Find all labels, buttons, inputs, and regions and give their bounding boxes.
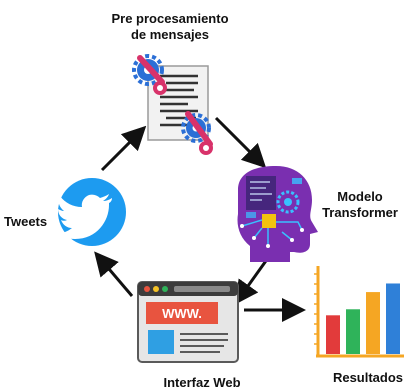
model-label-line1: Modelo	[337, 189, 383, 204]
arrow-web-to-tweets	[94, 251, 134, 297]
result-bar-2	[346, 309, 360, 354]
results-label: Resultados	[332, 370, 404, 385]
arrow-model-to-web	[234, 257, 270, 305]
web-browser-text: WWW.	[162, 306, 202, 321]
tweets-label: Tweets	[4, 214, 48, 229]
bar-chart-icon	[314, 266, 404, 358]
model-label-line2: Transformer	[322, 205, 398, 220]
twitter-bird-icon	[55, 178, 126, 246]
ai-head-circuit-icon	[237, 166, 318, 262]
document-with-gears-icon	[132, 54, 213, 155]
model-label: Modelo Transformer	[310, 189, 409, 221]
arrow-tweets-to-preprocessing	[100, 125, 147, 172]
preprocessing-label: Pre procesamiento de mensajes	[100, 11, 240, 43]
web-browser-icon: WWW.	[137, 281, 239, 363]
result-bar-3	[366, 292, 380, 354]
result-bar-1	[326, 315, 340, 354]
result-bar-4	[386, 283, 400, 354]
web-interface-label: Interfaz Web	[163, 375, 241, 390]
preprocessing-label-line2: de mensajes	[130, 27, 210, 42]
preprocessing-label-line1: Pre procesamiento	[111, 11, 229, 26]
arrow-preprocessing-to-model	[214, 116, 267, 169]
